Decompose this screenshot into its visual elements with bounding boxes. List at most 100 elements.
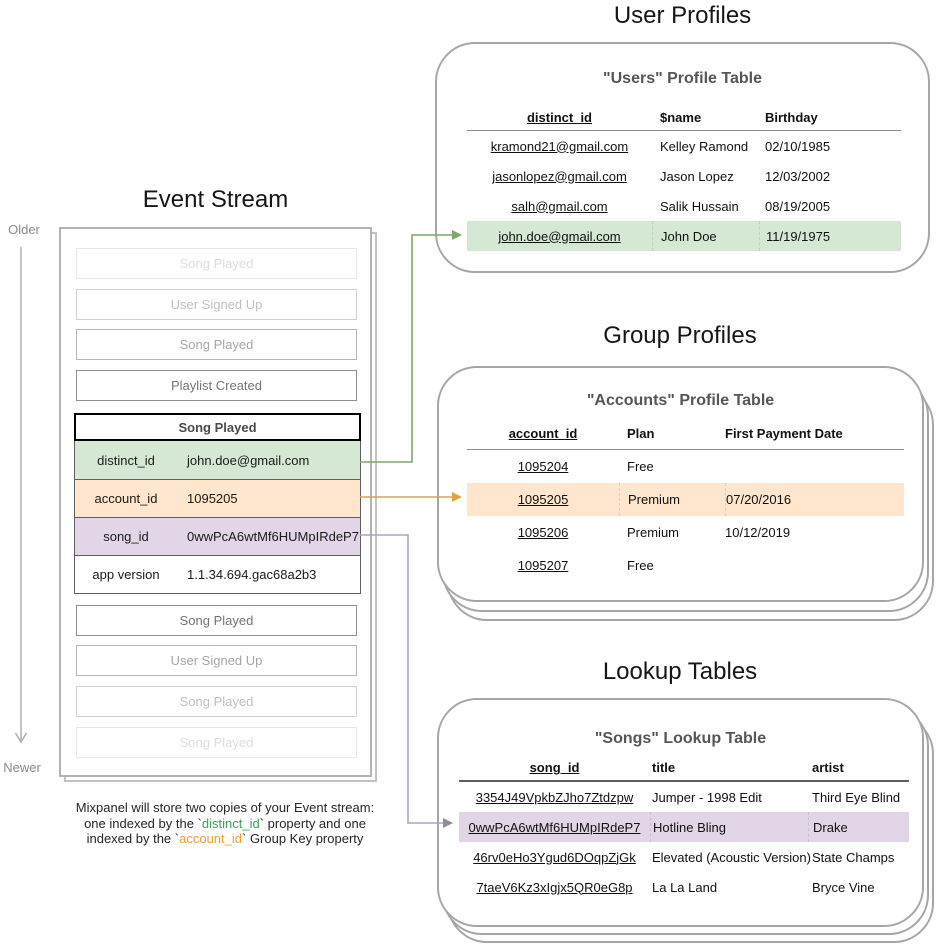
property-value: 1095205 (187, 491, 238, 506)
accounts-profile-card: "Accounts" Profile Table account_id Plan… (437, 366, 924, 602)
name-cell: John Doe (652, 221, 759, 251)
timeline-arrow (14, 247, 28, 744)
users-table-header: distinct_id $name Birthday (467, 104, 901, 131)
birthday-cell: 02/10/1985 (765, 138, 831, 154)
account-id-cell: 1095206 (517, 525, 569, 540)
property-row-song-id: song_id 0wwPcA6wtMf6HUMpIRdeP7 (75, 517, 360, 555)
caption-text: ` property and one (259, 815, 366, 831)
property-row-account-id: account_id 1095205 (75, 479, 360, 517)
event-label: Song Played (179, 337, 254, 352)
property-key: app version (92, 567, 160, 582)
event-box: Playlist Created (76, 370, 357, 401)
event-label: User Signed Up (170, 653, 263, 668)
song-title-cell: Jumper - 1998 Edit (652, 789, 762, 805)
birthday-cell: 12/03/2002 (765, 168, 831, 184)
distinct-id-cell: jasonlopez@gmail.com (492, 168, 627, 184)
column-header: distinct_id (526, 109, 592, 125)
event-box: Song Played (76, 686, 357, 717)
event-box: Song Played (76, 248, 357, 279)
caption-text: indexed by the ` (86, 831, 180, 846)
column-header: song_id (529, 760, 580, 775)
column-header: account_id (508, 426, 578, 441)
event-box: User Signed Up (76, 645, 357, 676)
table-row: 3354J49VpkbZJho7Ztdzpw Jumper - 1998 Edi… (459, 782, 909, 812)
expanded-event-properties: distinct_id john.doe@gmail.com account_i… (74, 441, 361, 594)
mixpanel-caption: Mixpanel will store two copies of your E… (18, 800, 432, 847)
property-value: john.doe@gmail.com (187, 452, 310, 468)
column-header: title (652, 760, 676, 775)
property-row-app-version: app version 1.1.34.694.gac68a2b3 (75, 555, 360, 593)
accounts-table: account_id Plan First Payment Date 10952… (467, 418, 904, 582)
older-label: Older (8, 222, 40, 237)
account-id-cell: 1095207 (517, 558, 569, 573)
column-header: $name (660, 109, 702, 125)
property-value: 1.1.34.694.gac68a2b3 (187, 567, 317, 582)
songs-table: song_id title artist 3354J49VpkbZJho7Ztd… (459, 755, 909, 902)
table-row: jasonlopez@gmail.com Jason Lopez 12/03/2… (467, 161, 901, 191)
table-row: 1095207 Free (467, 549, 904, 582)
event-label: Song Played (179, 694, 254, 709)
account-id-cell: 1095205 (517, 492, 569, 507)
name-cell: Salik Hussain (660, 198, 739, 214)
highlighted-user-row: john.doe@gmail.com John Doe 11/19/1975 (467, 221, 901, 251)
song-artist-cell: State Champs (812, 849, 895, 865)
column-header: artist (812, 760, 844, 775)
highlighted-song-row: 0wwPcA6wtMf6HUMpIRdeP7 Hotline Bling Dra… (459, 812, 909, 842)
songs-lookup-card: "Songs" Lookup Table song_id title artis… (437, 698, 924, 927)
distinct-id-keyword: distinct_id (201, 815, 260, 831)
user-profiles-title: User Profiles (613, 2, 752, 29)
song-artist-cell: Bryce Vine (812, 879, 875, 895)
distinct-id-cell: john.doe@gmail.com (498, 228, 621, 244)
accounts-table-header: account_id Plan First Payment Date (467, 418, 904, 450)
song-id-cell: 7taeV6Kz3xIgjx5QR0eG8p (476, 879, 633, 895)
property-value: 0wwPcA6wtMf6HUMpIRdeP7 (187, 529, 359, 544)
property-key: distinct_id (97, 452, 155, 468)
column-header: Birthday (765, 109, 818, 125)
event-stream-container: Song Played User Signed Up Song Played P… (59, 227, 372, 777)
table-row: kramond21@gmail.com Kelley Ramond 02/10/… (467, 131, 901, 161)
song-id-cell: 0wwPcA6wtMf6HUMpIRdeP7 (468, 819, 641, 835)
name-cell: Kelley Ramond (660, 138, 749, 154)
expanded-event-card: Song Played distinct_id john.doe@gmail.c… (74, 413, 361, 594)
song-id-cell: 3354J49VpkbZJho7Ztdzpw (475, 789, 634, 805)
song-title-cell: Elevated (Acoustic Version) (652, 849, 811, 865)
event-label: Playlist Created (170, 378, 263, 393)
event-stream-title: Event Stream (142, 186, 289, 213)
caption-text: ` Group Key property (242, 831, 364, 846)
event-label: Song Played (179, 613, 254, 628)
newer-label: Newer (3, 760, 41, 775)
plan-cell: Free (627, 558, 654, 573)
caption-line-3: indexed by the `account_id` Group Key pr… (18, 831, 432, 847)
property-key: account_id (94, 491, 158, 506)
songs-table-header: song_id title artist (459, 755, 909, 782)
event-box: User Signed Up (76, 289, 357, 320)
table-row: 1095206 Premium 10/12/2019 (467, 516, 904, 549)
expanded-event-name: Song Played (74, 413, 361, 441)
event-label: User Signed Up (170, 297, 263, 312)
plan-cell: Premium (627, 525, 680, 540)
song-title-cell: La La Land (652, 879, 718, 895)
birthday-cell: 08/19/2005 (765, 198, 831, 214)
event-label: Song Played (179, 256, 254, 271)
caption-line-2: one indexed by the `distinct_id` propert… (18, 816, 432, 832)
caption-text: one indexed by the ` (84, 815, 202, 831)
caption-line-1: Mixpanel will store two copies of your E… (75, 800, 375, 815)
name-cell: Jason Lopez (660, 168, 734, 184)
song-artist-cell: Third Eye Blind (812, 789, 901, 805)
property-row-distinct-id: distinct_id john.doe@gmail.com (75, 441, 360, 479)
event-box: Song Played (76, 727, 357, 758)
plan-cell: Premium (619, 483, 725, 516)
payment-date-cell: 10/12/2019 (725, 525, 791, 540)
birthday-cell: 11/19/1975 (759, 221, 901, 251)
lookup-tables-title: Lookup Tables (602, 658, 758, 685)
distinct-id-cell: salh@gmail.com (511, 198, 608, 214)
table-row: 7taeV6Kz3xIgjx5QR0eG8p La La Land Bryce … (459, 872, 909, 902)
plan-cell: Free (627, 459, 654, 474)
table-row: 46rv0eHo3Ygud6DOqpZjGk Elevated (Acousti… (459, 842, 909, 872)
event-label: Song Played (179, 735, 254, 750)
table-row: 1095204 Free (467, 450, 904, 483)
event-box: Song Played (76, 329, 357, 360)
column-header: Plan (627, 426, 655, 441)
song-id-cell: 46rv0eHo3Ygud6DOqpZjGk (473, 849, 636, 865)
